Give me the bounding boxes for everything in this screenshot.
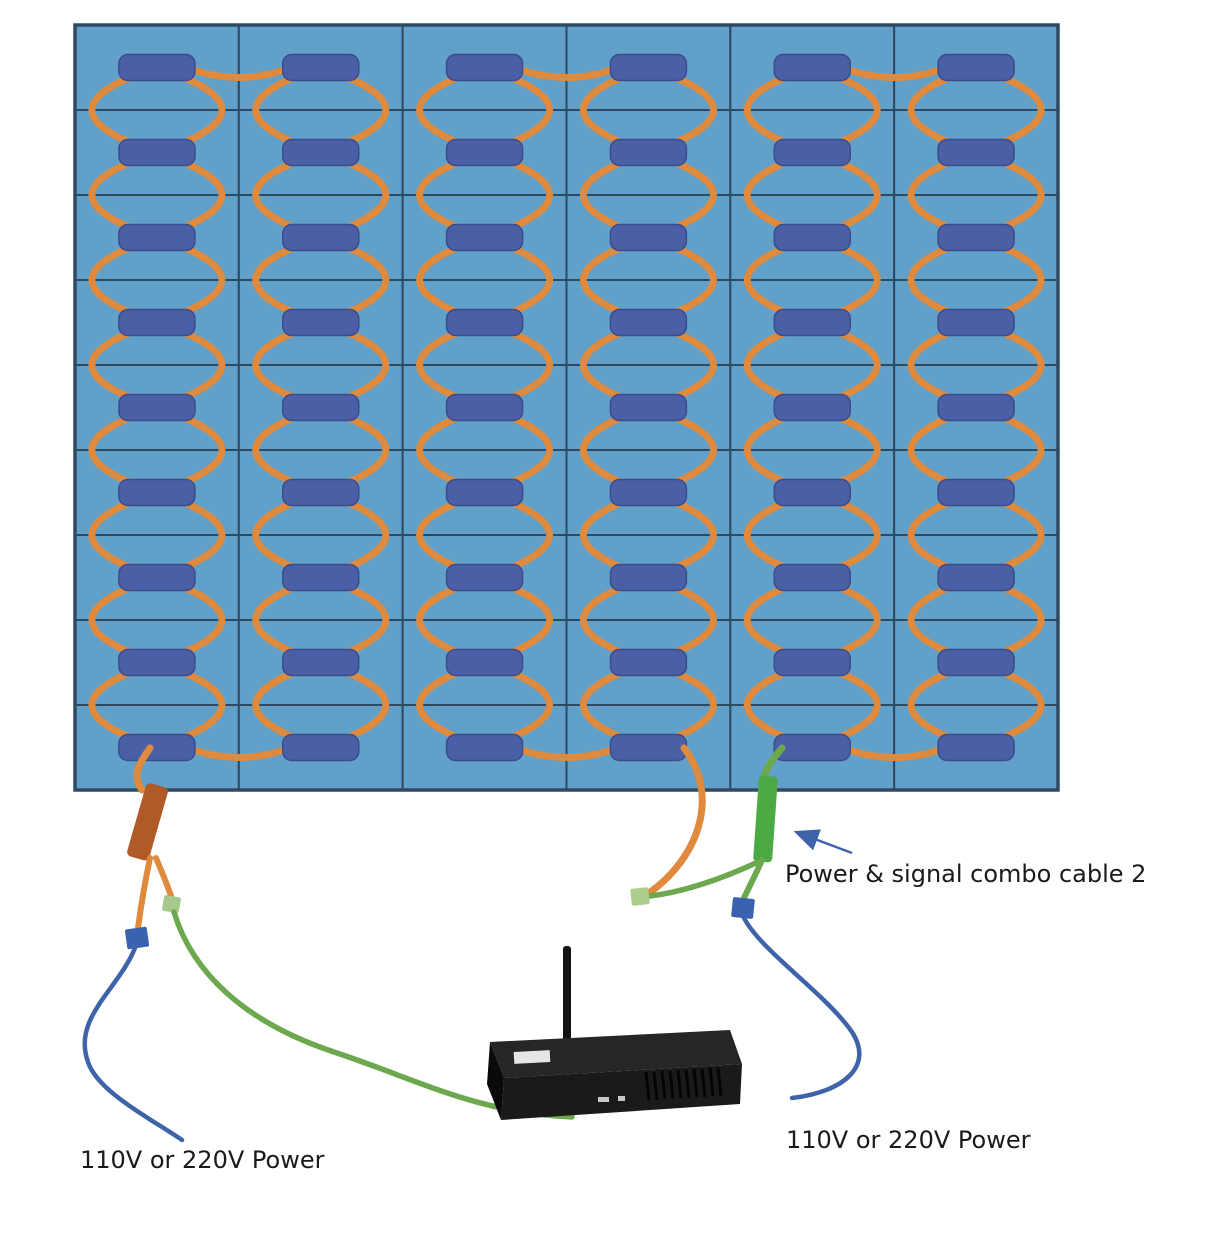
receiver-module [118,53,196,82]
controller-antenna [563,946,571,1046]
combo-cable-2-label: Power & signal combo cable 2 [785,860,1146,888]
controller-front-face [501,1064,742,1120]
combo-cable-2-connector [753,775,778,863]
controller-slot [513,1050,551,1064]
receiver-module [609,53,688,82]
controller-port [598,1097,609,1102]
panel-data-cable [88,64,1045,761]
controller-top-face [490,1030,742,1078]
receiver-module [773,648,851,677]
controller-grille [644,1067,723,1101]
receiver-module [445,563,524,592]
signal-plug-to-connector-cable [647,859,761,899]
receiver-module [773,308,851,337]
receiver-module [937,223,1015,252]
receiver-module [609,308,688,337]
receiver-module [609,733,688,762]
receiver-module [445,138,524,167]
receiver-module [445,223,524,252]
receiver-module [118,308,196,337]
receiver-module [609,393,688,422]
receiver-module [445,478,524,507]
left-exit-cable [133,744,154,794]
receiver-module [773,223,851,252]
left-connector-to-signal-plug-cable [153,855,174,899]
receiver-module [282,53,360,82]
receiver-module [282,393,360,422]
right-power-cable [741,915,862,1101]
receiver-module [282,563,360,592]
controller-left-face [487,1042,504,1120]
receiver-module [118,223,196,252]
receiver-module [118,733,196,762]
receiver-module [118,393,196,422]
receiver-module [773,563,851,592]
receiver-module [773,53,851,82]
receiver-module [773,733,851,762]
left-connector-to-power-plug-cable [135,855,153,931]
receiver-module [282,733,360,762]
receiver-module [609,478,688,507]
left-signal-plug [162,895,181,914]
receiver-module [282,308,360,337]
receiver-module [445,308,524,337]
left-power-cable [82,945,185,1143]
receiver-module [773,393,851,422]
receiver-module [609,138,688,167]
receiver-module [118,563,196,592]
receiver-module [282,223,360,252]
receiver-module [773,138,851,167]
receiver-module [937,563,1015,592]
receiver-module [445,393,524,422]
left-power-plug [124,926,150,950]
controller-led [618,1096,625,1101]
receiver-module [937,478,1015,507]
combo-cable-1-connector [127,783,168,861]
signal-cable-to-controller [171,909,575,1120]
receiver-module [282,648,360,677]
power-right-label: 110V or 220V Power [786,1126,1031,1154]
right-signal-plug [630,887,650,906]
right-power-plug [731,897,755,919]
receiver-module [773,478,851,507]
receiver-module [282,138,360,167]
right-signal-exit-cable [645,744,706,897]
receiver-module [118,138,196,167]
receiver-module [937,308,1015,337]
receiver-module [937,53,1015,82]
power-left-label: 110V or 220V Power [80,1146,325,1174]
receiver-module [118,648,196,677]
receiver-module [937,393,1015,422]
receiver-module [282,478,360,507]
receiver-module [609,648,688,677]
panel-grid-border [73,23,1060,792]
receiver-module [937,648,1015,677]
receiver-module [445,648,524,677]
panel-grid [73,23,1060,792]
receiver-module [445,53,524,82]
receiver-module [609,563,688,592]
receiver-module [609,223,688,252]
receiver-module [937,138,1015,167]
pointer-arrow-icon [793,829,853,855]
controller-box [487,946,742,1120]
receiver-module [445,733,524,762]
receiver-module [118,478,196,507]
right-connector-to-power-plug-cable [741,857,765,901]
receiver-module [937,733,1015,762]
